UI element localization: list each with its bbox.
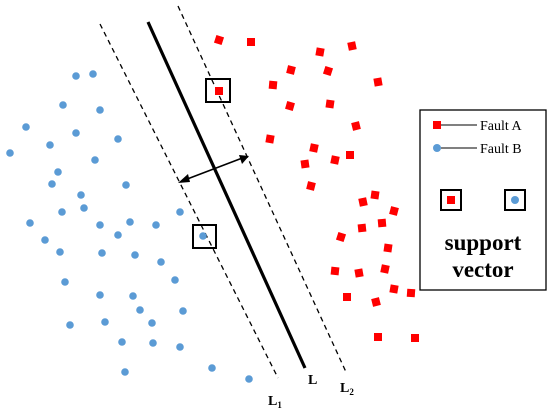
legend-support-a-icon (440, 189, 462, 211)
fault-a-point (354, 268, 364, 278)
fault-a-point (315, 47, 325, 57)
fault-b-point (72, 72, 80, 80)
fault-a-point (346, 151, 354, 159)
legend-fault-a-label: Fault A (480, 119, 523, 134)
fault-b-point (101, 318, 109, 326)
margin-line-l2 (177, 5, 347, 373)
fault-b-point (72, 129, 80, 137)
fault-a-point (343, 293, 351, 301)
fault-b-point (98, 249, 106, 257)
fault-b-point (129, 292, 137, 300)
fault-a-point (389, 206, 399, 216)
fault-b-point (136, 306, 144, 314)
fault-b-point (96, 221, 104, 229)
legend-fault-a-marker (433, 121, 441, 129)
label-l2: L2 (340, 381, 354, 397)
fault-b-points (6, 70, 253, 383)
fault-a-point (247, 38, 255, 46)
fault-b-point (66, 321, 74, 329)
fault-a-point (371, 297, 381, 307)
fault-b-point (122, 181, 130, 189)
fault-a-point (309, 143, 319, 153)
fault-b-point (54, 168, 62, 176)
fault-a-point (411, 334, 419, 342)
fault-a-point (377, 218, 387, 228)
fault-a-point (322, 65, 334, 77)
fault-b-point (58, 208, 66, 216)
legend-fault-b-marker (433, 144, 441, 152)
legend-support-line1: support (445, 230, 522, 255)
fault-b-point (61, 278, 69, 286)
fault-a-point (383, 243, 393, 253)
fault-b-point (131, 251, 139, 259)
fault-a-point (358, 197, 368, 207)
fault-b-point (176, 208, 184, 216)
support-vector-fault-b (192, 224, 217, 249)
fault-b-point (208, 364, 216, 372)
fault-a-point (373, 77, 383, 87)
legend-support-b-icon (504, 189, 526, 211)
fault-a-point (406, 288, 416, 298)
fault-b-point (59, 101, 67, 109)
fault-b-point (91, 156, 99, 164)
fault-a-point (374, 333, 382, 341)
legend-support-line2: vector (452, 257, 513, 282)
fault-b-point (114, 135, 122, 143)
label-l: L (308, 373, 317, 388)
fault-a-point (285, 101, 295, 111)
fault-a-point (286, 65, 296, 75)
fault-b-point (157, 258, 165, 266)
fault-b-point (56, 248, 64, 256)
fault-b-point (96, 291, 104, 299)
fault-b-point (121, 368, 129, 376)
margin-width-arrow (178, 155, 249, 183)
fault-b-point (118, 338, 126, 346)
fault-b-point (176, 343, 184, 351)
fault-b-point (148, 319, 156, 327)
margin-line-l1 (99, 23, 279, 379)
fault-b-point (6, 149, 14, 157)
fault-a-point (330, 155, 340, 165)
fault-b-point (245, 375, 253, 383)
fault-a-point (330, 266, 340, 276)
fault-a-point (370, 190, 380, 200)
fault-b-point (199, 232, 207, 240)
fault-b-point (80, 204, 88, 212)
fault-a-point (380, 264, 390, 274)
fault-b-point (171, 276, 179, 284)
fault-b-point (89, 70, 97, 78)
fault-b-point (149, 339, 157, 347)
fault-a-point (265, 134, 275, 144)
fault-a-point (351, 121, 361, 131)
fault-b-point (152, 221, 160, 229)
fault-a-point (347, 41, 357, 51)
fault-b-point (41, 236, 49, 244)
fault-b-point (22, 123, 30, 131)
fault-b-point (77, 191, 85, 199)
fault-a-point (213, 34, 225, 46)
fault-b-point (46, 141, 54, 149)
fault-b-point (26, 219, 34, 227)
fault-a-points (213, 34, 419, 342)
legend-fault-b-label: Fault B (480, 142, 522, 157)
fault-a-point (389, 284, 399, 294)
fault-b-point (179, 307, 187, 315)
fault-b-point (126, 218, 134, 226)
fault-a-point (306, 181, 316, 191)
fault-a-point (300, 159, 310, 169)
label-l1: L1 (268, 394, 282, 410)
support-vector-fault-a (205, 78, 231, 103)
fault-a-point (215, 87, 223, 95)
fault-a-point (335, 231, 347, 243)
fault-a-point (268, 80, 278, 90)
legend: Fault A Fault B support vector (419, 109, 547, 291)
fault-a-point (325, 99, 335, 109)
fault-b-point (96, 106, 104, 114)
decision-boundary-l (146, 21, 307, 369)
fault-a-point (357, 223, 367, 233)
fault-b-point (48, 180, 56, 188)
fault-b-point (114, 231, 122, 239)
